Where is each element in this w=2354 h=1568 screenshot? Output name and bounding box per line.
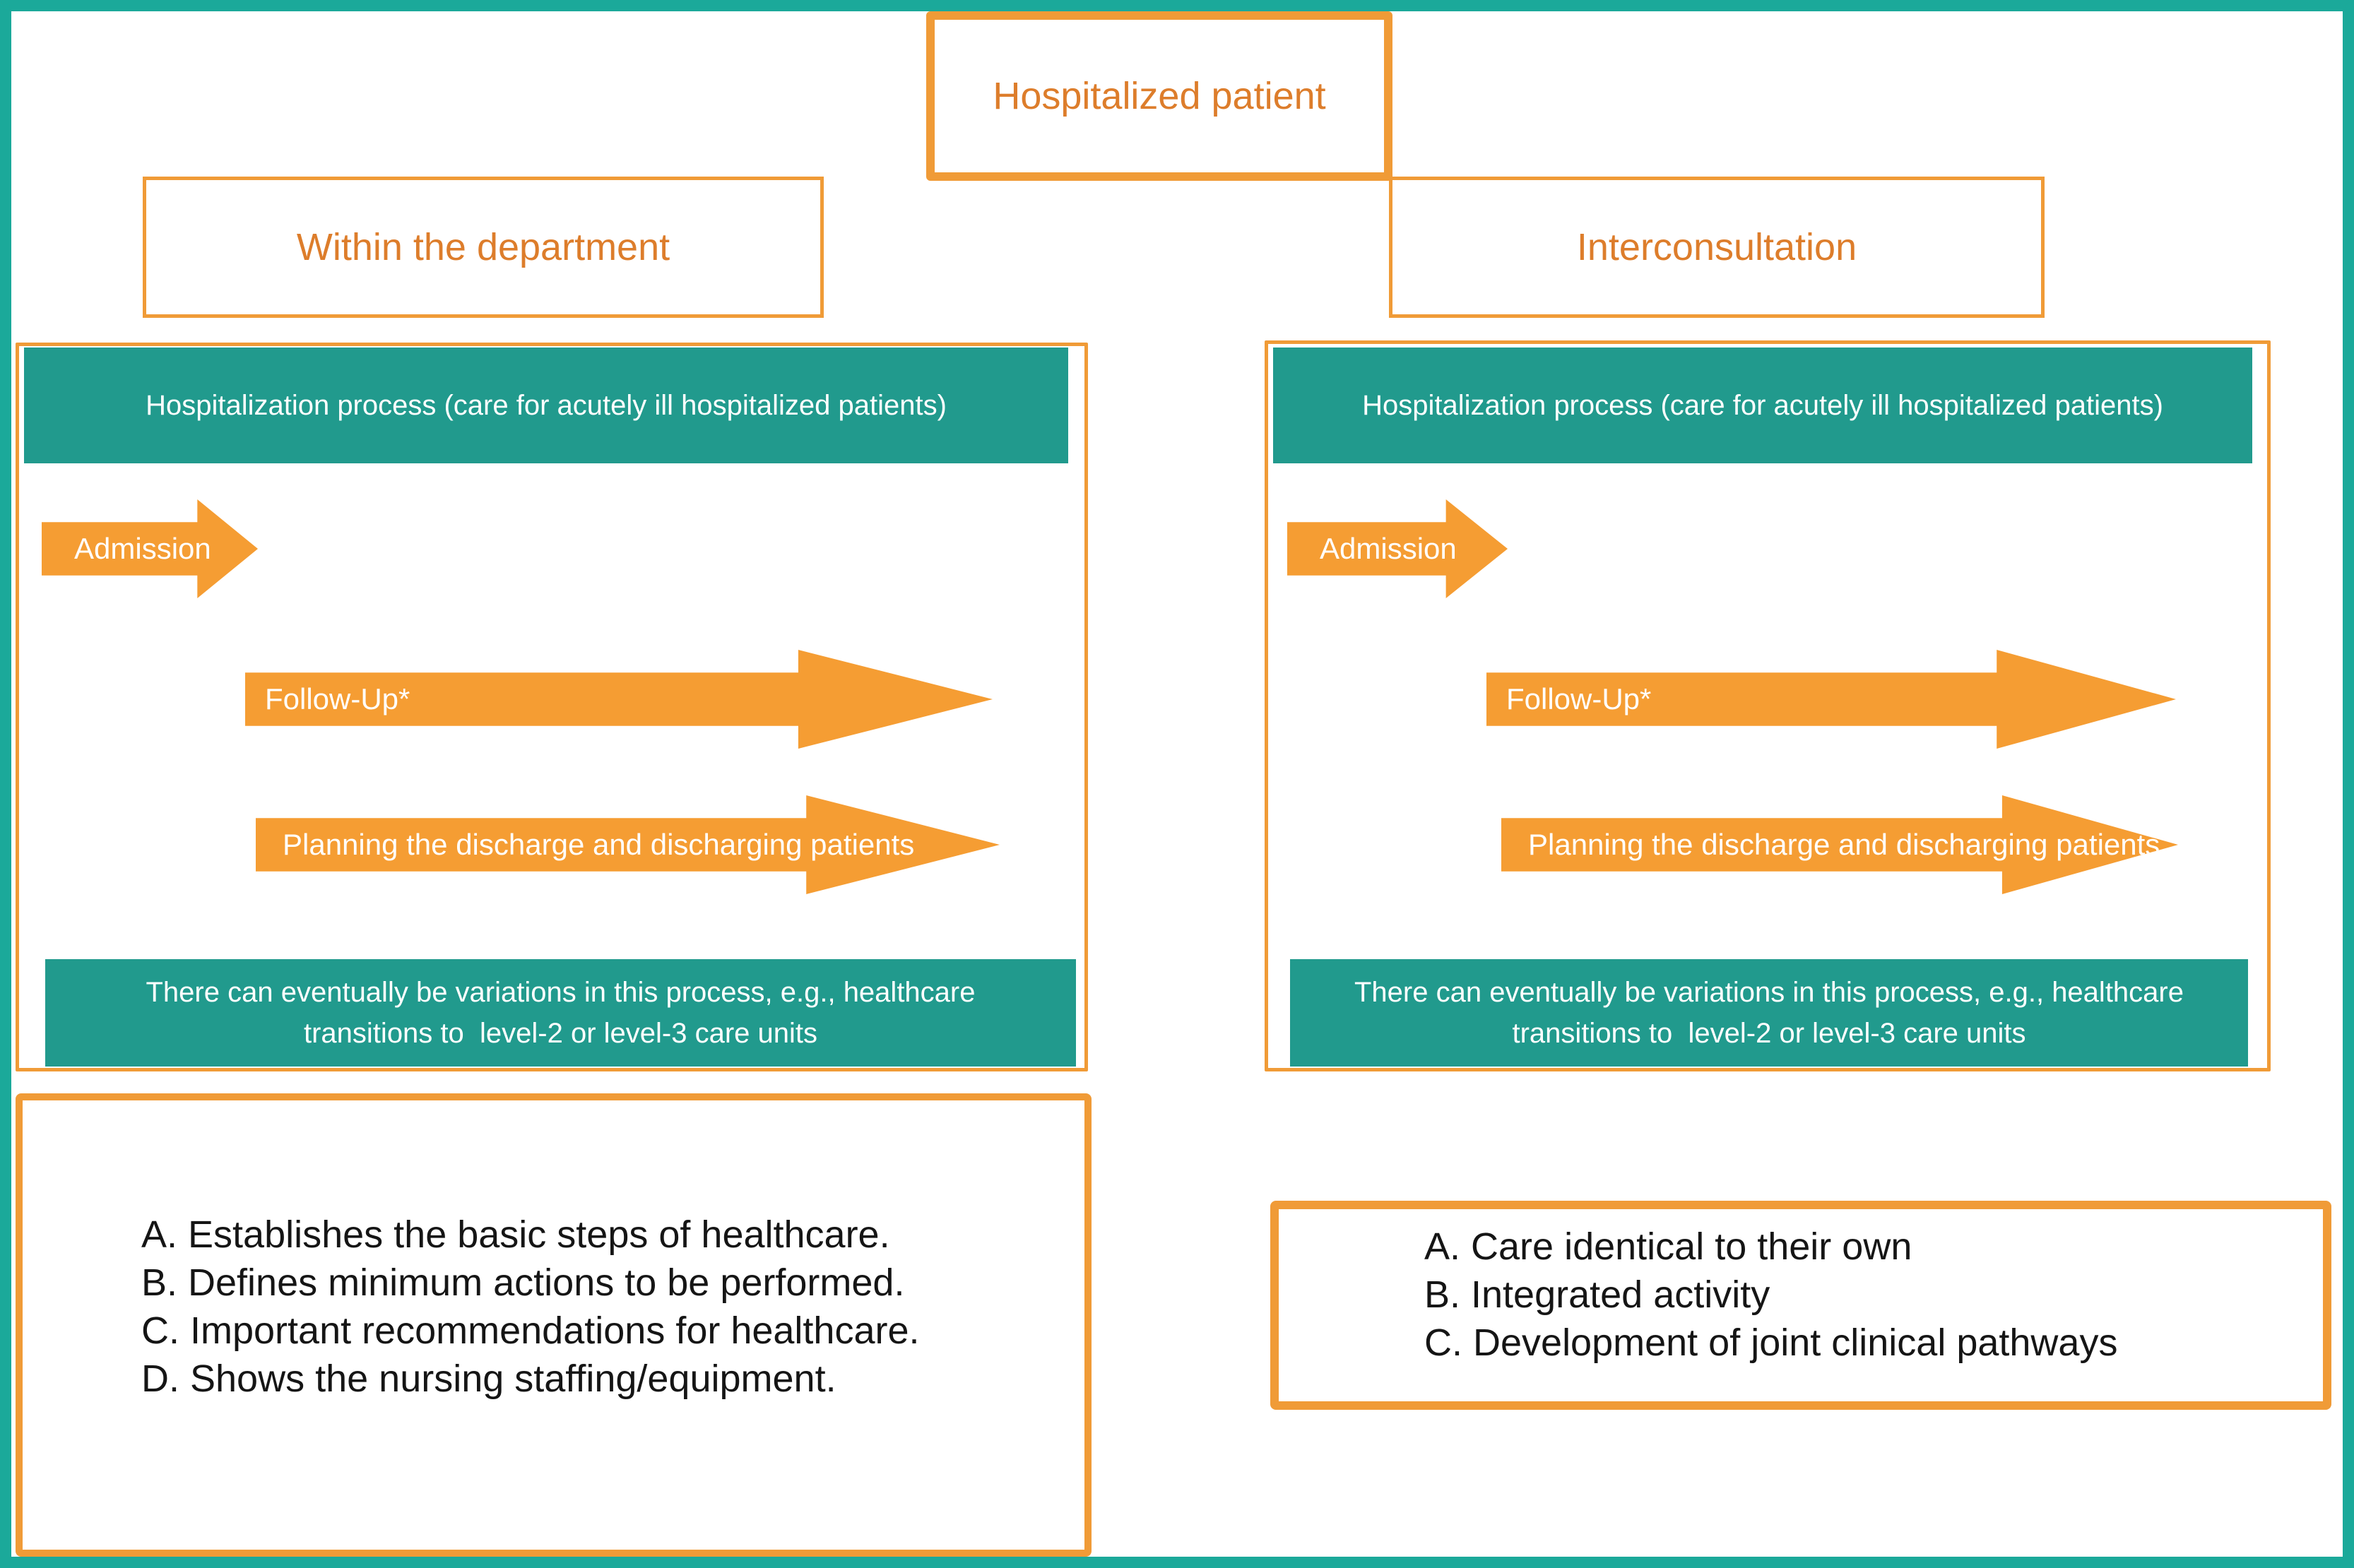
admission-arrow-label-left: Admission: [74, 532, 211, 565]
interconsultation-notes-list: A. Care identical to their own B. Integr…: [1424, 1223, 2117, 1367]
hospitalization-process-banner-left: Hospitalization process (care for acutel…: [24, 348, 1068, 463]
note-item: B. Defines minimum actions to be perform…: [141, 1261, 905, 1304]
follow-up-arrow-label-left: Follow-Up*: [265, 682, 410, 715]
interconsultation-notes-box: [1270, 1201, 2331, 1410]
interconsultation-label: Interconsultation: [1576, 225, 1857, 268]
hospitalized-patient-label: Hospitalized patient: [993, 74, 1326, 117]
process-banner-text-right: Hospitalization process (care for acutel…: [1362, 390, 2163, 421]
process-banner-text-left: Hospitalization process (care for acutel…: [146, 390, 947, 421]
variation-banner-line2-left: transitions to level-2 or level-3 care u…: [304, 1018, 817, 1049]
hospitalization-process-banner-right: Hospitalization process (care for acutel…: [1273, 348, 2252, 463]
note-item: C. Important recommendations for healthc…: [141, 1309, 920, 1352]
interconsultation-header-box: Interconsultation: [1389, 177, 2045, 318]
admission-arrow-label-right: Admission: [1320, 532, 1457, 565]
note-item: A. Care identical to their own: [1424, 1225, 1912, 1268]
discharge-arrow-label-right: Planning the discharge and discharging p…: [1528, 828, 2160, 861]
within-department-label: Within the department: [296, 225, 670, 268]
note-item: A. Establishes the basic steps of health…: [141, 1213, 890, 1256]
variation-banner-line1-right: There can eventually be variations in th…: [1354, 977, 2184, 1008]
variation-banner-line2-right: transitions to level-2 or level-3 care u…: [1512, 1018, 2026, 1049]
discharge-arrow-label-left: Planning the discharge and discharging p…: [283, 828, 915, 861]
note-item: B. Integrated activity: [1424, 1273, 1770, 1316]
department-notes-list: A. Establishes the basic steps of health…: [141, 1211, 920, 1403]
department-notes-box: [16, 1093, 1092, 1557]
variation-banner-line1-left: There can eventually be variations in th…: [146, 977, 976, 1008]
variation-banner-left: There can eventually be variations in th…: [45, 959, 1076, 1067]
note-item: C. Development of joint clinical pathway…: [1424, 1321, 2118, 1364]
note-item: D. Shows the nursing staffing/equipment.: [141, 1358, 836, 1400]
within-department-header-box: Within the department: [143, 177, 824, 318]
variation-banner-right: There can eventually be variations in th…: [1290, 959, 2248, 1067]
follow-up-arrow-label-right: Follow-Up*: [1506, 682, 1652, 715]
hospitalized-patient-box: Hospitalized patient: [926, 11, 1392, 181]
